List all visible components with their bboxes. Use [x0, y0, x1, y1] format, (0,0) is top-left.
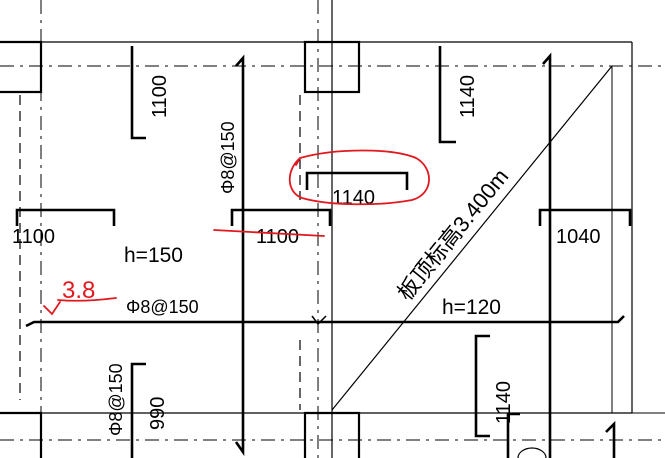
dimension-top-right-bar: 1140 — [457, 75, 479, 118]
hidden-lines — [19, 95, 301, 410]
rebar-bar-right-mid — [538, 208, 632, 226]
rebar-bars — [15, 46, 632, 458]
slab-top-elevation-note: 板顶标高3.400m — [392, 164, 513, 305]
rebar-bar-left-mid — [15, 208, 116, 226]
column-bottom-left — [0, 411, 43, 458]
annotations: 1100 1140 Φ8@150 1140 1100 1100 1040 h=1… — [12, 75, 601, 436]
rebar-bar-horizontal-long — [25, 315, 625, 328]
markup-circle-around-bar — [288, 149, 430, 206]
rebar-bar-center-top — [305, 171, 409, 190]
dimension-bottom-left-bar: 990 — [147, 397, 169, 430]
dimension-center-top-bar: 1140 — [332, 187, 375, 209]
dimension-left-mid-bar: 1100 — [12, 226, 55, 248]
rebar-bar-center-mid — [230, 208, 332, 226]
rebar-bar-vertical-right-long — [542, 52, 552, 458]
rebar-bar-top-right — [438, 46, 456, 144]
rebar-callout-bottom-left: Φ8@150 — [106, 363, 126, 436]
rebar-bar-bottom-right-lower — [506, 412, 520, 458]
column-top-center — [303, 40, 361, 94]
markup-strike-line — [213, 229, 325, 237]
rebar-bar-bottom-right — [474, 334, 490, 438]
dimension-bottom-right-bar: 1140 — [493, 381, 515, 424]
stair-opening-diagonal — [331, 65, 613, 411]
slab-thickness-left: h=150 — [124, 244, 183, 267]
rebar-bar-vertical-left-long — [234, 54, 245, 457]
markup-underline — [57, 297, 117, 302]
dimension-center-mid-bar: 1100 — [256, 226, 299, 248]
dimension-top-left-bar: 1100 — [149, 75, 171, 118]
column-top-left — [0, 40, 43, 94]
partial-circle-symbol — [517, 447, 547, 458]
rebar-bar-top-left — [130, 46, 146, 140]
rebar-bar-bottom-left — [130, 362, 146, 458]
markup-check-mark — [43, 301, 61, 316]
slab-thickness-right: h=120 — [442, 296, 501, 319]
rebar-callout-top-middle: Φ8@150 — [218, 121, 238, 194]
column-bottom-center — [303, 411, 361, 458]
columns — [0, 40, 361, 458]
red-markup: 3.8 — [43, 149, 430, 316]
partial-symbols — [517, 447, 547, 458]
rebar-bar-bottom-right-edge — [605, 420, 616, 458]
rebar-end-hook — [311, 315, 327, 326]
rebar-callout-left-horizontal: Φ8@150 — [126, 297, 199, 317]
dimension-right-mid-bar: 1040 — [556, 226, 601, 248]
